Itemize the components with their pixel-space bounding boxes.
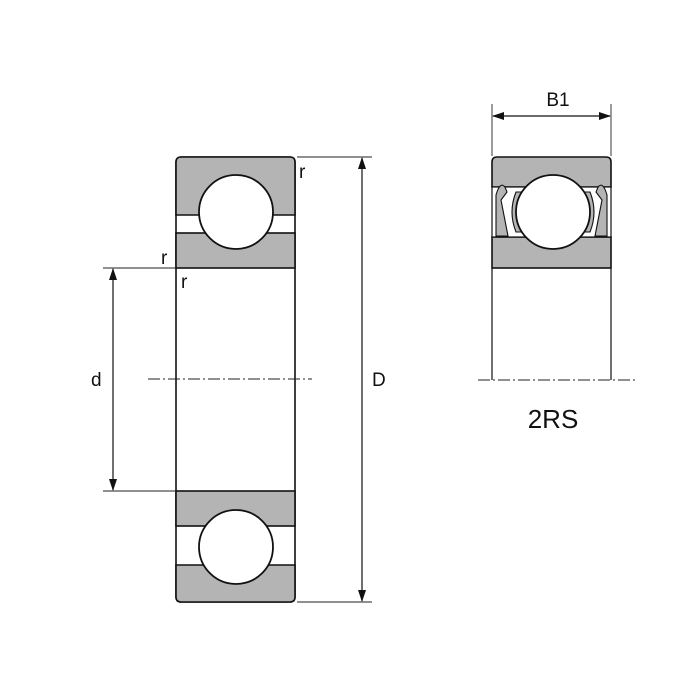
ball-top	[198, 174, 274, 250]
dimension-D: D	[297, 156, 386, 603]
dimension-d: d	[91, 267, 176, 492]
ball-bottom	[198, 509, 274, 585]
label-D: D	[372, 370, 386, 391]
label-B1: B1	[546, 90, 569, 111]
label-r-inner: r	[181, 272, 188, 293]
label-r-left: r	[161, 248, 168, 269]
seal-right	[594, 184, 608, 237]
variant-label: 2RS	[528, 404, 579, 434]
bore-lines	[491, 268, 612, 380]
ball-2rs	[515, 174, 591, 250]
bearing-section-view	[175, 156, 296, 603]
bearing-2rs-view	[491, 156, 612, 380]
dimension-B1: B1	[491, 90, 612, 156]
seal-left	[495, 184, 509, 237]
label-r-outer: r	[299, 162, 306, 183]
label-d: d	[91, 370, 102, 391]
